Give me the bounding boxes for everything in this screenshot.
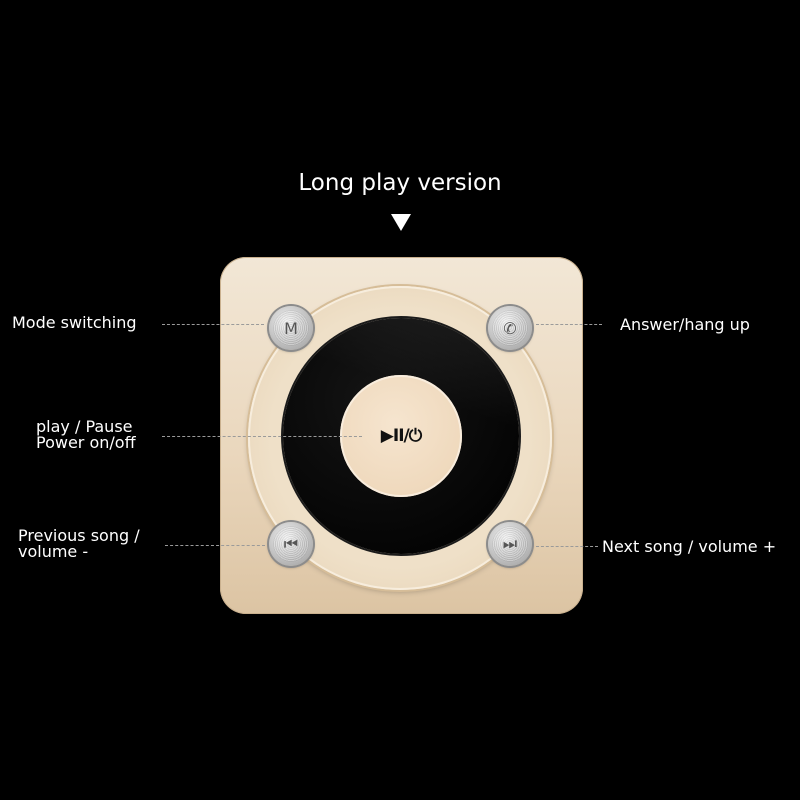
down-arrow-icon xyxy=(391,214,411,231)
previous-song-button[interactable]: ⏮ xyxy=(269,522,313,566)
phone-icon: ✆ xyxy=(503,318,517,338)
play-pause-power-icon: ▶II/⏻ xyxy=(380,426,422,446)
play-leader-line xyxy=(162,436,362,437)
play-pause-label: play / Pause xyxy=(36,417,133,436)
mode-switch-button[interactable]: M xyxy=(269,306,313,350)
volume-down-label: volume - xyxy=(18,542,89,561)
mode-switch-label: Mode switching xyxy=(12,313,137,332)
next-track-icon: ⏭ xyxy=(502,534,518,553)
previous-track-icon: ⏮ xyxy=(283,534,299,553)
next-leader-line xyxy=(536,546,598,547)
prev-leader-line xyxy=(165,545,265,546)
previous-song-label: Previous song / xyxy=(18,526,140,545)
next-song-button[interactable]: ⏭ xyxy=(488,522,532,566)
answer-leader-line xyxy=(536,324,602,325)
page-title: Long play version xyxy=(298,170,502,196)
next-song-label: Next song / volume + xyxy=(602,537,777,556)
mode-icon: M xyxy=(284,318,298,338)
power-label: Power on/off xyxy=(36,433,136,452)
mode-leader-line xyxy=(162,324,264,325)
answer-hangup-label: Answer/hang up xyxy=(620,315,750,334)
answer-hangup-button[interactable]: ✆ xyxy=(488,306,532,350)
